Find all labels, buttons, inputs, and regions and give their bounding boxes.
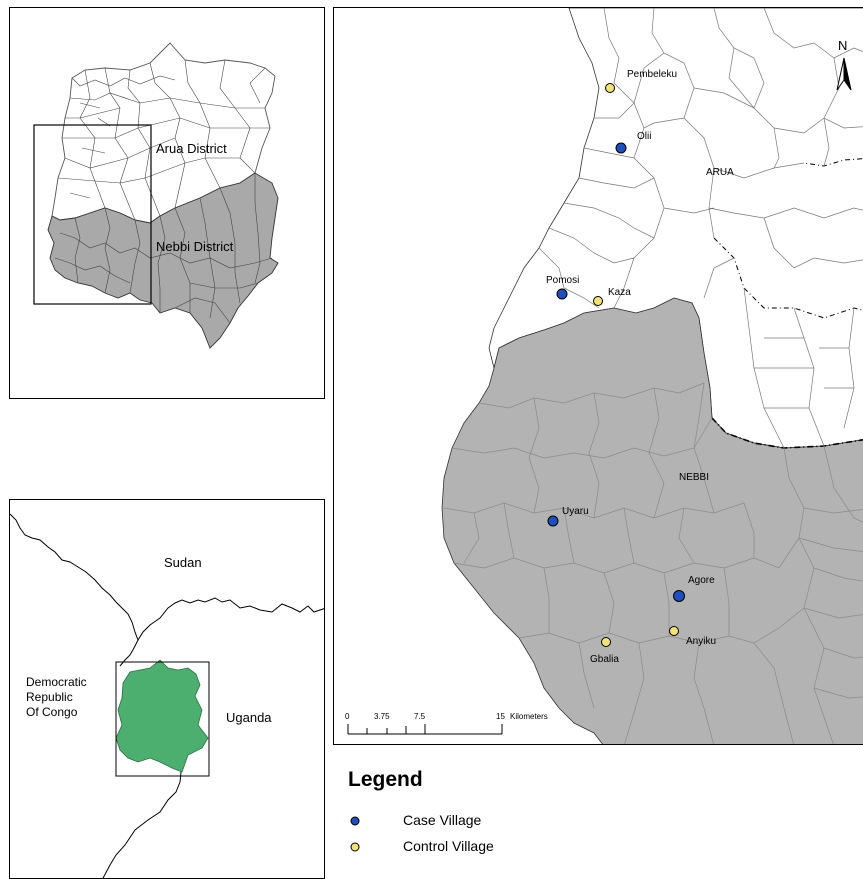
sudan-label: Sudan: [164, 555, 202, 570]
arua-region-label: ARUA: [706, 167, 734, 178]
district-border-line: [711, 417, 863, 449]
district-border-line-east: [713, 158, 863, 319]
north-arrow-label: N: [838, 38, 847, 53]
village-marker: [601, 637, 611, 647]
districts-inset-map: Arua District Nebbi District: [9, 7, 325, 399]
nebbi-district-label: Nebbi District: [156, 239, 234, 254]
scale-tick-label: 0: [345, 712, 350, 721]
village-label: Pembeleku: [627, 69, 677, 80]
north-arrow-icon: [836, 57, 852, 91]
legend-item-label: Case Village: [403, 812, 482, 828]
nebbi-district-shape: [47, 172, 279, 349]
nebbi-region-shape: [441, 297, 863, 744]
village-pembeleku: Pembeleku: [605, 69, 677, 93]
village-label: Uyaru: [562, 506, 589, 517]
village-olii: Olii: [615, 131, 651, 154]
village-label: Pomosi: [546, 275, 579, 286]
legend-item-case: Case Village: [348, 812, 608, 830]
village-uyaru: Uyaru: [547, 506, 589, 527]
case-village-symbol-icon: [350, 816, 360, 826]
legend-item-control: Control Village: [348, 838, 608, 856]
village-label: Kaza: [608, 287, 631, 298]
nebbi-region-label: NEBBI: [679, 472, 709, 483]
village-label: Gbalia: [590, 654, 619, 665]
main-study-map: N ARUA NEBBI Pembeleku Olii Pomosi Kaza …: [333, 7, 863, 745]
drc-label-line2: Republic: [26, 690, 73, 704]
uganda-label: Uganda: [226, 710, 272, 725]
village-pomosi: Pomosi: [546, 275, 579, 300]
districts-inset-svg: Arua District Nebbi District: [33, 42, 279, 349]
village-marker: [669, 626, 679, 636]
legend-title: Legend: [348, 768, 423, 791]
map-legend: Legend Case Village Control Village: [348, 768, 648, 866]
scale-tick-label: 7.5: [414, 712, 426, 721]
study-extent-box: [115, 661, 210, 777]
main-map-svg: N ARUA NEBBI Pembeleku Olii Pomosi Kaza …: [345, 8, 863, 744]
village-kaza: Kaza: [593, 287, 631, 306]
village-agore: Agore: [673, 575, 715, 602]
legend-item-label: Control Village: [403, 838, 494, 854]
village-marker: [615, 142, 627, 154]
village-marker: [673, 590, 685, 602]
village-gbalia: Gbalia: [590, 637, 619, 665]
drc-label-line3: Of Congo: [26, 705, 78, 719]
main-map-extent-box: [33, 124, 152, 305]
parish-boundaries: [54, 59, 273, 324]
scale-tick-label: 3.75: [374, 712, 390, 721]
drc-label-line1: Democratic: [26, 675, 87, 689]
village-label: Olii: [637, 131, 651, 142]
scale-bar: 0 3.75 7.5 15 Kilometers: [345, 712, 548, 735]
arua-district-label: Arua District: [156, 141, 227, 156]
village-label: Agore: [688, 575, 715, 586]
village-marker: [556, 288, 568, 300]
country-inset-svg: Sudan Democratic Republic Of Congo Ugand…: [10, 513, 324, 878]
control-village-symbol-icon: [350, 842, 360, 852]
village-marker: [547, 515, 559, 527]
village-anyiku: Anyiku: [669, 626, 716, 647]
study-area-shape: [115, 659, 209, 773]
scale-unit-label: Kilometers: [510, 712, 548, 721]
village-marker: [593, 296, 603, 306]
country-inset-map: Sudan Democratic Republic Of Congo Ugand…: [9, 499, 325, 879]
nebbi-parish-boundaries: [443, 382, 863, 744]
village-label: Anyiku: [686, 636, 716, 647]
village-marker: [605, 83, 615, 93]
scale-tick-label: 15: [496, 712, 505, 721]
